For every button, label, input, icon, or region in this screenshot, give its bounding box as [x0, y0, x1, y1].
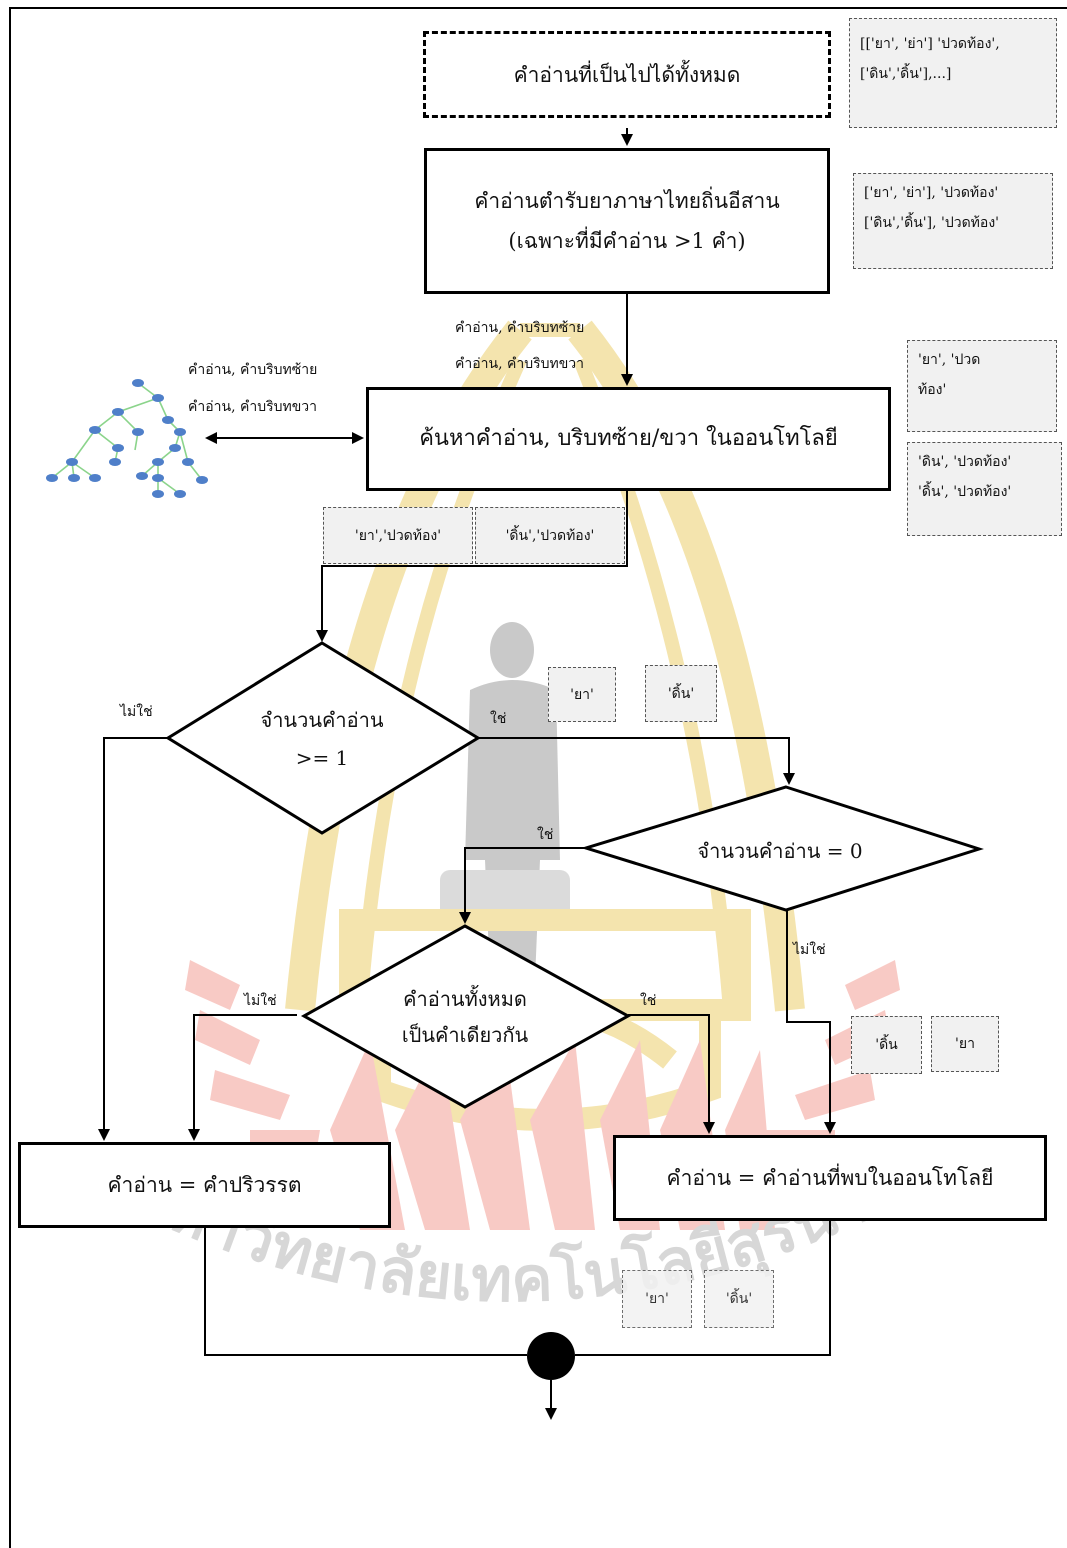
note-din: 'ดิน', 'ปวดท้อง' 'ดิ้น', 'ปวดท้อง'	[907, 442, 1062, 536]
edge-label-ctx-left-2: คำอ่าน, คำบริบทซ้าย	[188, 362, 318, 378]
note-isan: ['ยา', 'ย่า'], 'ปวดท้อง' ['ดิน','ดิ้น'],…	[853, 173, 1053, 269]
node-result-transliteration: คำอ่าน = คำปริวรรต	[18, 1142, 391, 1228]
decision-same-text: คำอ่านทั้งหมด เป็นคำเดียวกัน	[365, 982, 565, 1052]
arrow-yes-to-zero	[478, 737, 795, 785]
arrow-yes-to-same	[459, 847, 586, 924]
note-all-readings: [['ยา', 'ย่า'] 'ปวดท้อง', ['ดิน','ดิ้น']…	[849, 18, 1057, 128]
note-right-din: 'ดิ้น	[851, 1016, 922, 1074]
decision-zero-shape	[580, 785, 984, 912]
decision-zero-text: จำนวนคำอ่าน = 0	[660, 834, 900, 868]
node-isan-readings: คำอ่านตำรับยาภาษาไทยถิ่นอีสาน (เฉพาะที่ม…	[424, 148, 830, 294]
note-all-line1: [['ยา', 'ย่า'] 'ปวดท้อง',	[860, 36, 1000, 52]
edge-label-yes-3: ใช่	[640, 993, 657, 1009]
node-all-readings-label: คำอ่านที่เป็นไปได้ทั้งหมด	[513, 62, 741, 87]
edge-label-no-2: ไม่ใช่	[793, 942, 826, 958]
note-din-line1: 'ดิน', 'ปวดท้อง'	[918, 454, 1012, 470]
page-frame	[9, 7, 1067, 1548]
note-right-ya: 'ยา	[931, 1016, 999, 1072]
note-right-din-text: 'ดิ้น	[875, 1037, 898, 1053]
decision-same-line2: เป็นคำเดียวกัน	[401, 1023, 529, 1047]
note-ya-line2: ท้อง'	[918, 382, 947, 398]
edge-label-yes-2: ใช่	[537, 827, 554, 843]
edge-label-yes-1: ใช่	[490, 711, 507, 727]
note-single-ya: 'ยา'	[548, 667, 616, 722]
note-bottom-din: 'ดิ้น'	[704, 1270, 774, 1328]
decision-same-line1: คำอ่านทั้งหมด	[403, 987, 527, 1011]
edge-label-ctx-left-1: คำอ่าน, คำบริบทซ้าย	[455, 320, 585, 336]
note-all-line2: ['ดิน','ดิ้น'],...]	[860, 66, 952, 82]
note-single-din: 'ดิ้น'	[645, 665, 717, 722]
node-result-transliteration-label: คำอ่าน = คำปริวรรต	[107, 1173, 302, 1197]
note-din-line2: 'ดิ้น', 'ปวดท้อง'	[918, 484, 1012, 500]
decision-zero-line1: จำนวนคำอ่าน = 0	[697, 839, 863, 863]
node-isan-line1: คำอ่านตำรับยาภาษาไทยถิ่นอีสาน	[474, 189, 780, 213]
note-single-ya-text: 'ยา'	[570, 686, 594, 703]
node-search-label: ค้นหาคำอ่าน, บริบทซ้าย/ขวา ในออนโทโลยี	[419, 426, 838, 451]
note-single-din-text: 'ดิ้น'	[667, 685, 695, 702]
node-all-readings: คำอ่านที่เป็นไปได้ทั้งหมด	[423, 31, 831, 118]
note-bottom-ya-text: 'ยา'	[645, 1291, 669, 1307]
node-search-ontology: ค้นหาคำอ่าน, บริบทซ้าย/ขวา ในออนโทโลยี	[366, 387, 891, 491]
merge-right	[575, 1221, 831, 1356]
note-ya: 'ยา', 'ปวด ท้อง'	[907, 340, 1057, 432]
arrow-no-to-ontology-result	[786, 910, 836, 1134]
edge-label-ctx-right-2: คำอ่าน, คำบริบทขวา	[188, 399, 318, 415]
note-right-ya-text: 'ยา	[955, 1036, 975, 1052]
edge-label-no-3: ไม่ใช่	[244, 993, 277, 1009]
edge-label-no-1: ไม่ใช่	[120, 704, 153, 720]
arrow-yes-to-ontology-result	[628, 1014, 715, 1134]
node-result-ontology-label: คำอ่าน = คำอ่านที่พบในออนโทโลยี	[666, 1166, 994, 1190]
decision-count-text: จำนวนคำอ่าน >= 1	[222, 703, 422, 775]
note-pair-din-text: 'ดิ้น','ปวดท้อง'	[505, 527, 595, 544]
merge-node	[527, 1332, 575, 1380]
decision-count-line1: จำนวนคำอ่าน	[260, 708, 384, 732]
note-pair-ya: 'ยา','ปวดท้อง'	[323, 507, 473, 564]
node-result-ontology: คำอ่าน = คำอ่านที่พบในออนโทโลยี	[613, 1135, 1047, 1221]
decision-count-shape	[165, 641, 481, 835]
note-pair-ya-text: 'ยา','ปวดท้อง'	[354, 527, 442, 544]
arrow-no-to-transliteration	[98, 737, 168, 1141]
edge-label-ctx-right-1: คำอ่าน, คำบริบทขวา	[455, 356, 585, 372]
arrow-no-to-transliteration-2	[188, 1014, 297, 1141]
decision-count-line2: >= 1	[295, 746, 349, 770]
decision-same-shape	[300, 924, 632, 1109]
note-bottom-din-text: 'ดิ้น'	[725, 1291, 753, 1307]
merge-left	[204, 1228, 527, 1356]
note-isan-line2: ['ดิน','ดิ้น'], 'ปวดท้อง'	[864, 215, 1000, 231]
note-isan-line1: ['ยา', 'ย่า'], 'ปวดท้อง'	[864, 185, 999, 201]
note-pair-din: 'ดิ้น','ปวดท้อง'	[475, 507, 625, 564]
note-bottom-ya: 'ยา'	[622, 1270, 692, 1328]
node-isan-line2: (เฉพาะที่มีคำอ่าน >1 คำ)	[508, 229, 746, 253]
note-ya-line1: 'ยา', 'ปวด	[918, 352, 981, 368]
arrow-search-to-decision	[316, 490, 628, 642]
